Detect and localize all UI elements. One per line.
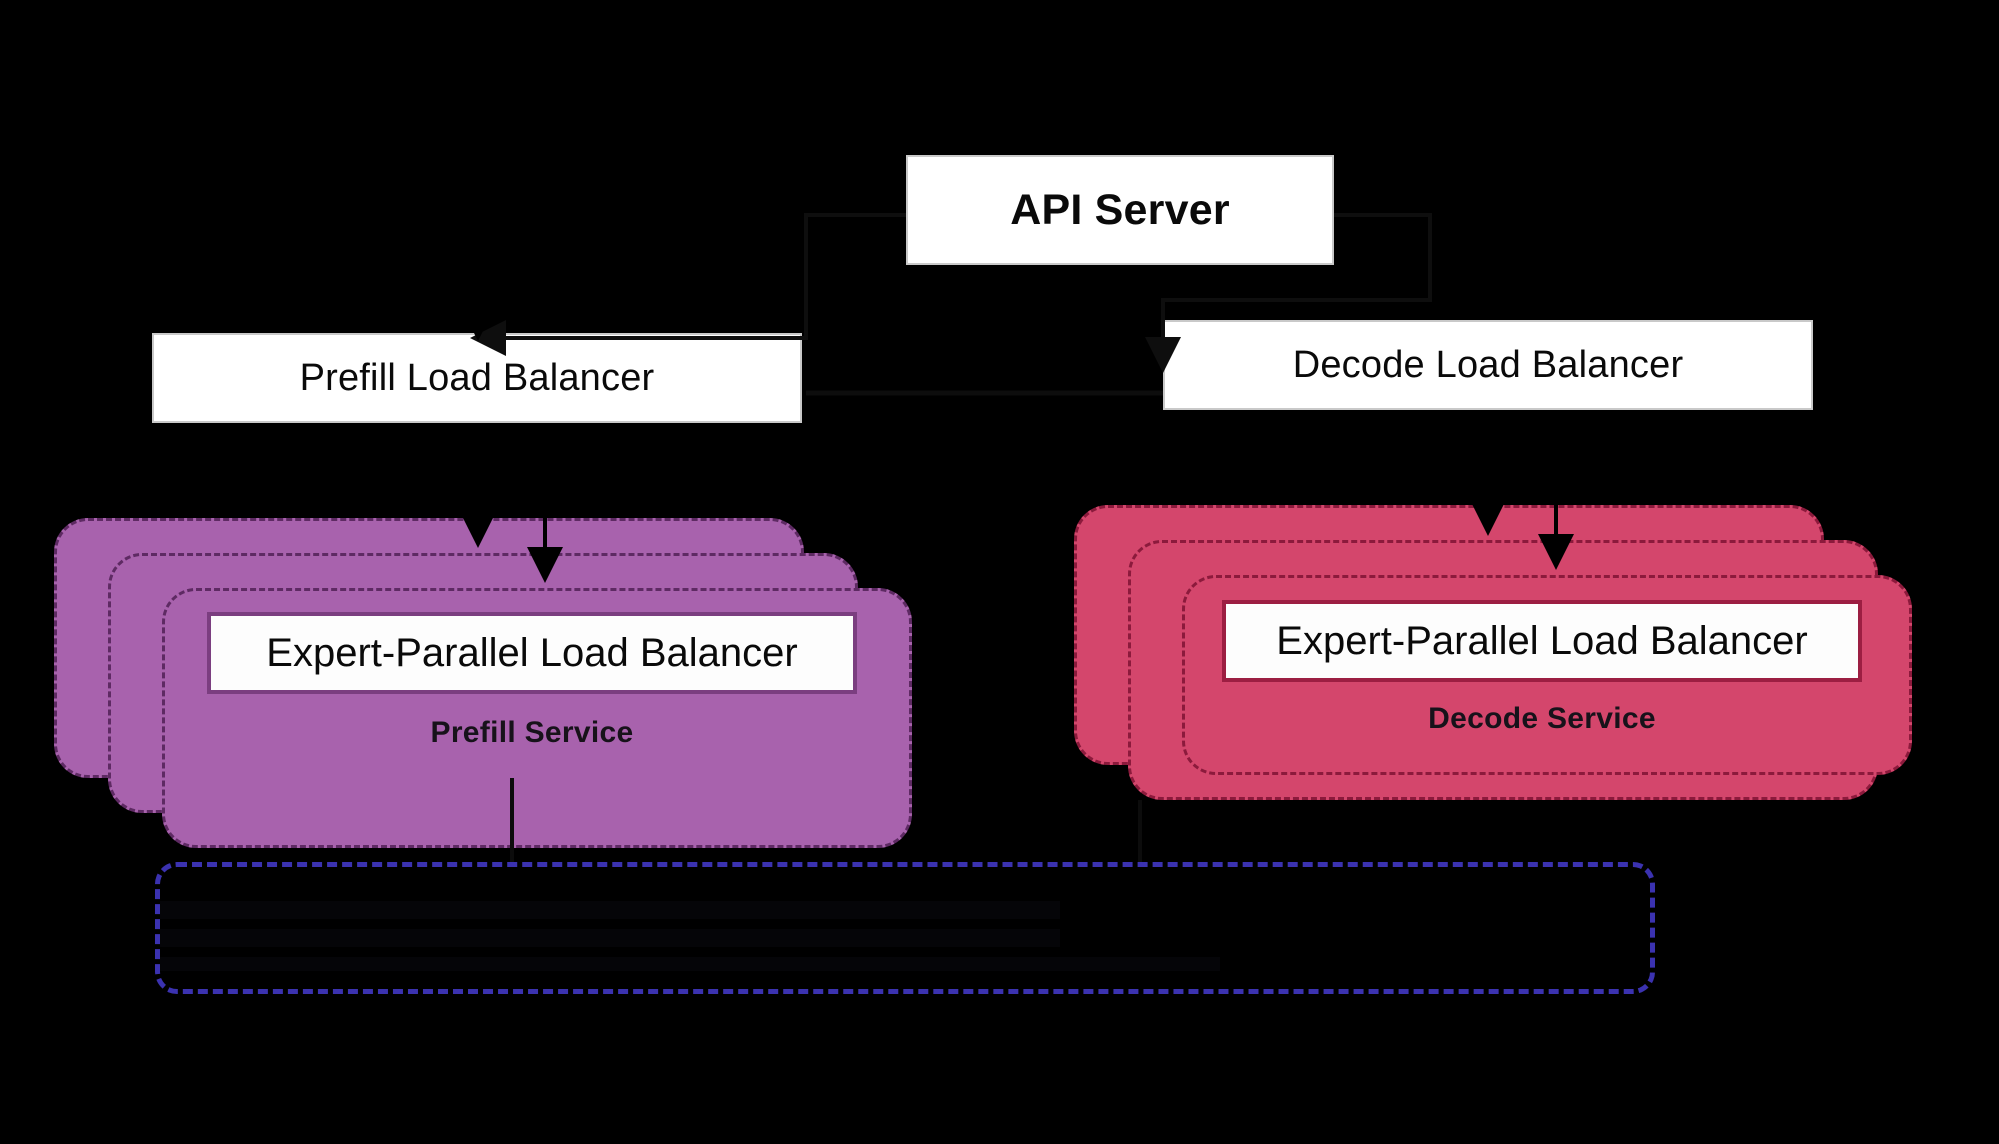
decode-expert-parallel-load-balancer[interactable]: Expert-Parallel Load Balancer	[1222, 600, 1862, 682]
node-decode-load-balancer[interactable]: Decode Load Balancer	[1163, 320, 1813, 410]
obscured-content	[160, 901, 1060, 919]
obscured-content-3	[160, 957, 1220, 971]
decode-service-label: Decode Service	[1428, 702, 1656, 735]
decode-service-stack: Expert-Parallel Load Balancer Decode Ser…	[1074, 505, 1912, 800]
prefill-expert-parallel-load-balancer[interactable]: Expert-Parallel Load Balancer	[207, 612, 857, 694]
node-api-server[interactable]: API Server	[906, 155, 1334, 265]
bottom-dashed-region[interactable]	[155, 862, 1655, 994]
prefill-service-stack: Expert-Parallel Load Balancer Prefill Se…	[0, 0, 1000, 848]
prefill-service-label: Prefill Service	[430, 716, 634, 749]
obscured-content-2	[160, 929, 1060, 947]
